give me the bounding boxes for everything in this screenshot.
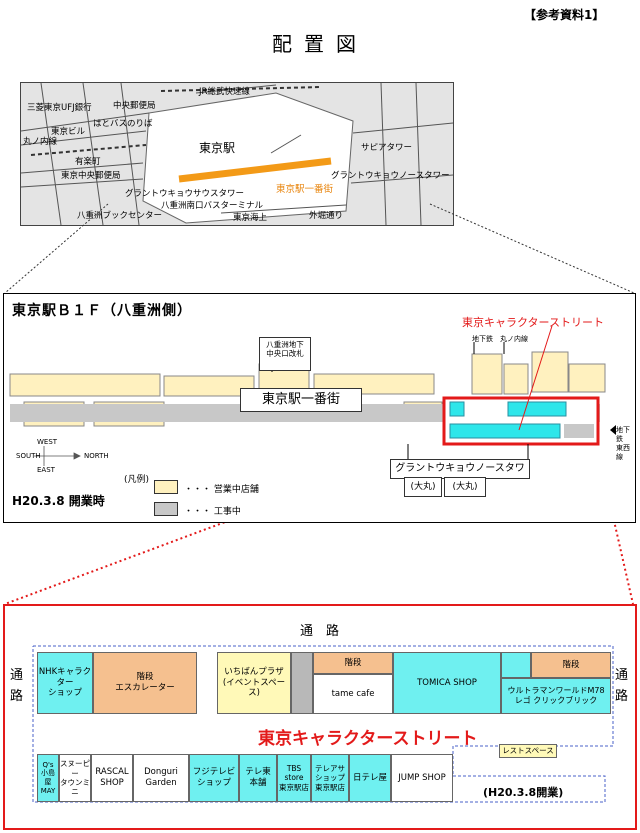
map-roads [21,83,453,225]
compass-north: NORTH [84,452,109,460]
shop-ultraman-lego: ウルトラマンワールドM78 レゴ クリックブリック [501,678,611,714]
map-label-ichiban: 東京駅一番街 [276,184,334,195]
map-label-marunouchi: 丸ノ内線 [23,137,58,147]
legend-swatch-work [154,502,178,516]
map-label-granto-n: グラントウキョウノースタワー [331,171,450,181]
floor-title: 東京駅Ｂ１Ｆ（八重洲側） [12,303,192,319]
map-label-sapia: サピアタワー [361,143,413,153]
page-title: 配置図 [272,32,368,56]
street-name: 東京キャラクターストリート [258,729,478,749]
map-label-sotobori: 外堀通り [309,211,344,221]
shop-snoopy-town: スヌーピー タウンミニ [59,754,91,802]
detail-opening: (H20.3.8開業) [483,786,564,799]
map-label-tokyobldg: 東京ビル [51,127,86,137]
legend-open: ・・・ 営業中店舗 [184,485,259,495]
shop-tame-cafe: tame cafe [313,674,393,714]
north-tower-box: グラントウキョウノースタワー [390,459,530,492]
shop-tomica: TOMICA SHOP [393,652,501,714]
map-label-yaesu-book: 八重洲ブックセンター [77,211,163,221]
map-label-tokyo-jikei: 東京海上 [233,213,268,223]
map-label-station: 東京駅 [199,141,236,155]
street-detail: 通 路 通路 通路 NHKキャラクター ショップ 階段 エスカレーター いちばん… [3,604,637,830]
shop-donguri: Donguri Garden [133,754,189,802]
daimaru-box-2: (大丸) [444,477,486,497]
stairs-escalator-1: 階段 エスカレーター [93,652,197,714]
daimaru-box-1: (大丸) [404,477,442,497]
shop-qs-kojimaya: Q's 小島屋 MAY [37,754,59,802]
corridor-top: 通 路 [300,624,340,639]
legend-title: (凡例) [124,475,150,485]
rest-space: レストスペース [499,744,557,758]
compass-east: EAST [37,466,55,474]
compass-west: WEST [37,438,58,446]
yaesu-gate-box: 八重洲地下 中央口改札 [259,337,311,371]
subway-right-label: 地下鉄 東西線 [616,426,630,462]
compass-south: SOUTH [16,452,41,460]
map-label-naka: 東京中央郵便局 [61,171,121,181]
map-label-granto-s: グラントウキョウサウスタワー [125,189,245,199]
subway-top-label: 地下鉄 丸ノ内線 [472,335,528,343]
floor-opening: H20.3.8 開業時 [12,494,105,508]
shop-tbs: TBS store 東京駅店 [277,754,311,802]
corridor-right: 通路 [615,668,629,704]
legend-swatch-open [154,480,178,494]
shop-ultraman-upper [501,652,531,678]
floor-shapes [9,325,616,466]
construction-area [291,652,313,714]
shop-teleasa: テレアサ ショップ 東京駅店 [311,754,349,802]
corridor-left: 通路 [10,668,24,704]
shop-nittere: 日テレ屋 [349,754,391,802]
shop-rascal: RASCAL SHOP [91,754,133,802]
area-map: JR総武快速線 三菱東京UFJ銀行 中央郵便局 はとバスのりば 東京ビル 丸ノ内… [20,82,454,226]
shop-jump: JUMP SHOP [391,754,453,802]
map-label-post: 中央郵便局 [113,101,156,111]
floor-plan: 東京駅Ｂ１Ｆ（八重洲側） [3,293,636,523]
shop-nhk: NHKキャラクター ショップ [37,652,93,714]
stairs-2: 階段 [313,652,393,674]
reference-tag: 【参考資料1】 [524,8,605,22]
legend-work: ・・・ 工事中 [184,507,241,517]
shop-teletou: テレ東 本舗 [239,754,277,802]
map-label-ufj: 三菱東京UFJ銀行 [27,103,92,113]
map-label-hato: はとバスのりば [93,119,153,129]
map-label-yaesu-bus: 八重洲南口バスターミナル [161,201,264,211]
detail-outline [32,645,614,803]
ichibangai-box: 東京駅一番街 [240,388,362,412]
map-label-jr: JR総武快速線 [199,87,250,97]
ichiban-plaza: いちばんプラザ (イベントスペース) [217,652,291,714]
map-label-yurakucho: 有楽町 [75,157,101,167]
stairs-3: 階段 [531,652,611,678]
shop-fujitv: フジテレビ ショップ [189,754,239,802]
floor-street-label: 東京キャラクターストリート [462,316,605,329]
